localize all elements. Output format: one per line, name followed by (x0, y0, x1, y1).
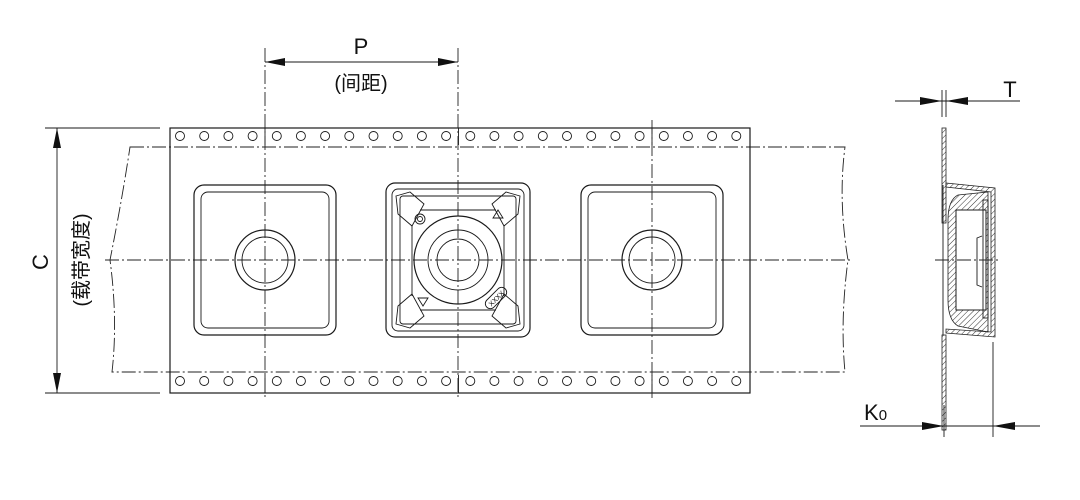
sprocket-hole (271, 131, 282, 141)
sprocket-hole (295, 131, 306, 141)
sprocket-hole (199, 376, 210, 386)
sprocket-hole (562, 376, 572, 386)
thickness-label: T (1003, 77, 1016, 102)
sprocket-hole (344, 131, 355, 141)
sprocket-hole (610, 131, 621, 141)
depth-label-subscript: 0 (879, 407, 887, 424)
side-section-view (935, 127, 998, 431)
sprocket-hole (658, 376, 669, 386)
sprocket-hole (344, 376, 355, 386)
sprocket-hole (320, 131, 331, 141)
carrier-tape (169, 127, 751, 394)
sprocket-hole (731, 131, 742, 141)
sprocket-hole (562, 131, 572, 141)
thickness-dimension: T (895, 77, 1020, 117)
sprocket-hole (441, 376, 452, 386)
pitch-dividers (264, 128, 653, 393)
sprocket-hole (295, 376, 306, 386)
pitch-dimension: P (间距) (265, 34, 458, 95)
sprocket-hole (465, 131, 476, 141)
sprocket-hole (416, 376, 427, 386)
sprocket-hole (223, 376, 234, 386)
sprocket-hole (731, 376, 742, 386)
sprocket-hole (513, 376, 524, 386)
tape-width-dimension: C (载带宽度) (28, 127, 160, 394)
sprocket-hole (634, 131, 645, 141)
sprocket-hole (320, 376, 331, 386)
sprocket-hole (634, 376, 645, 386)
sprocket-hole (223, 131, 234, 141)
sprocket-hole (465, 376, 476, 386)
svg-text:XXXX: XXXX (488, 290, 506, 308)
sprocket-hole (682, 131, 693, 141)
pitch-caption: (间距) (334, 72, 387, 95)
sprocket-hole (658, 131, 669, 141)
sprocket-hole (586, 131, 597, 141)
sprocket-hole (489, 131, 500, 141)
sprocket-hole (247, 131, 258, 141)
sprocket-hole (489, 376, 500, 386)
depth-label-main: K (864, 400, 879, 425)
sprocket-hole (707, 131, 718, 141)
sprocket-hole (175, 376, 185, 386)
sprocket-hole (682, 376, 693, 386)
sprocket-hole (271, 376, 282, 386)
width-caption: (载带宽度) (70, 213, 93, 306)
sprocket-hole (537, 131, 548, 141)
sprocket-hole (586, 376, 597, 386)
sprocket-hole (610, 376, 621, 386)
width-label: C (28, 254, 53, 270)
sprocket-hole (537, 376, 548, 386)
pin1-mark-icon (414, 213, 426, 225)
sprocket-hole (368, 131, 379, 141)
depth-label: K0 (864, 400, 887, 425)
sprocket-hole (707, 376, 718, 386)
sprocket-holes (175, 131, 742, 386)
sprocket-hole (175, 131, 185, 141)
sprocket-hole (392, 376, 403, 386)
sprocket-hole (392, 131, 403, 141)
sprocket-hole (368, 376, 379, 386)
pocket-depth-dimension: K0 (860, 342, 1040, 437)
sprocket-hole (513, 131, 524, 141)
sprocket-hole (199, 131, 210, 141)
sprocket-hole (247, 376, 258, 386)
sprocket-hole (416, 131, 427, 141)
sprocket-hole (441, 131, 452, 141)
part-marking: XXXX (484, 286, 508, 310)
pitch-label: P (354, 34, 369, 59)
